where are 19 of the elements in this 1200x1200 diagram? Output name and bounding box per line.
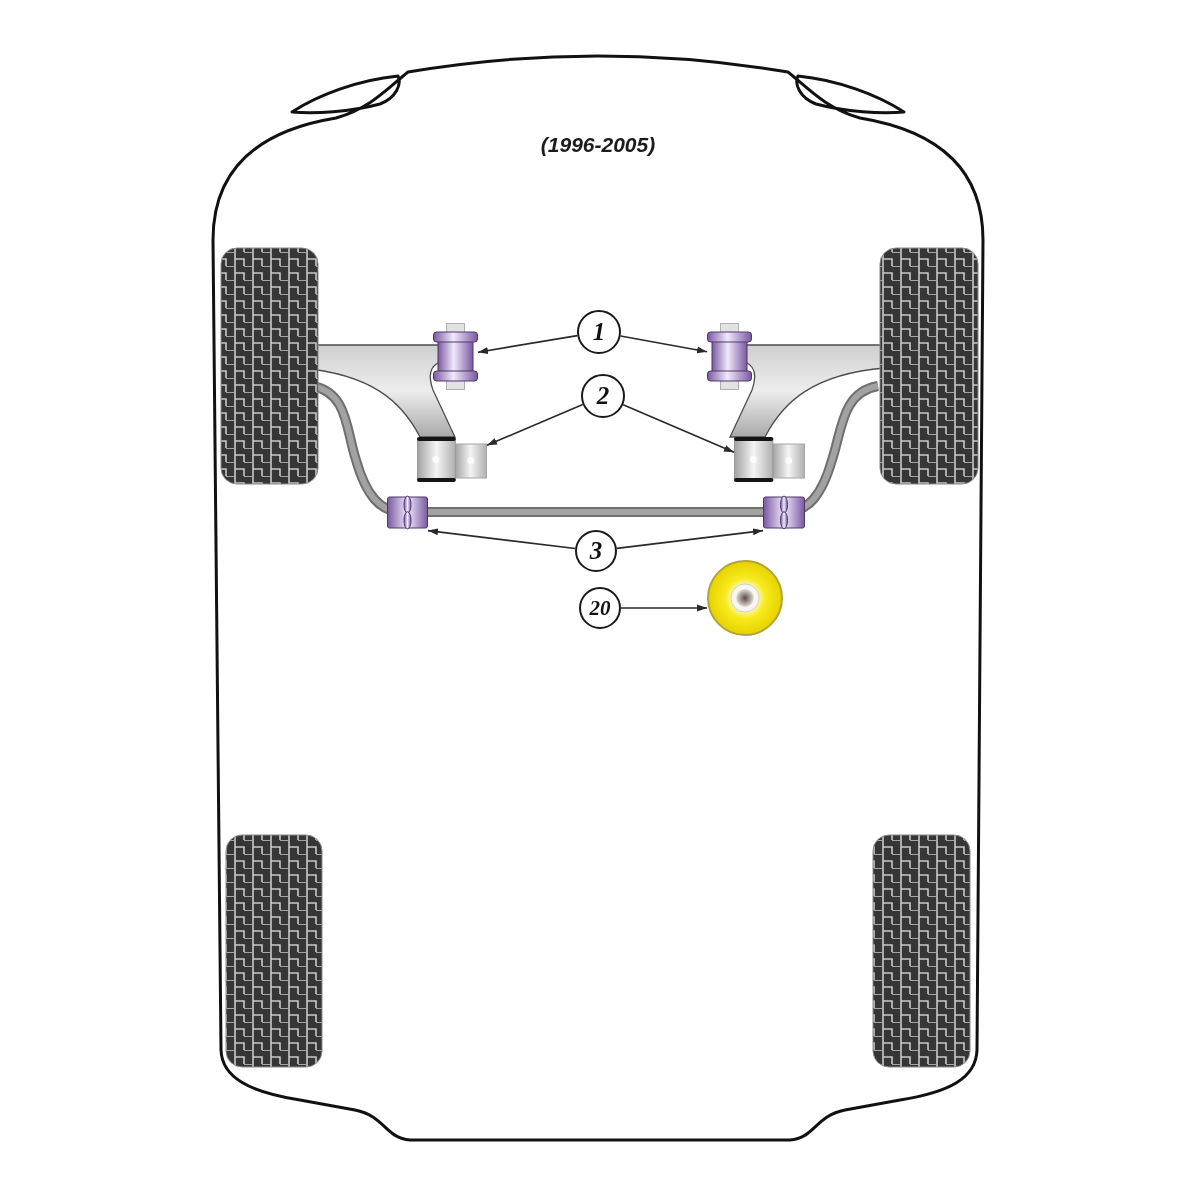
title: (1996-2005) — [540, 133, 656, 157]
callout-number: 1 — [577, 310, 621, 354]
anti-roll-bar-bushing — [763, 493, 805, 532]
bracket-bushing — [417, 437, 487, 482]
anti-roll-bar-bushing — [387, 493, 428, 532]
leader-line — [427, 528, 576, 550]
leader-line — [622, 403, 735, 454]
bushing — [433, 323, 478, 390]
leader-line — [486, 403, 584, 446]
leader-line — [477, 334, 579, 354]
leader-line — [620, 604, 708, 612]
leader-line — [619, 335, 708, 354]
bushing — [707, 323, 752, 390]
leader-line — [616, 528, 764, 550]
callout-number: 2 — [581, 374, 625, 418]
bracket-bushing — [734, 437, 805, 482]
callout-number: 3 — [575, 530, 617, 572]
callout-number: 20 — [579, 587, 621, 629]
round-bushing — [707, 560, 783, 636]
